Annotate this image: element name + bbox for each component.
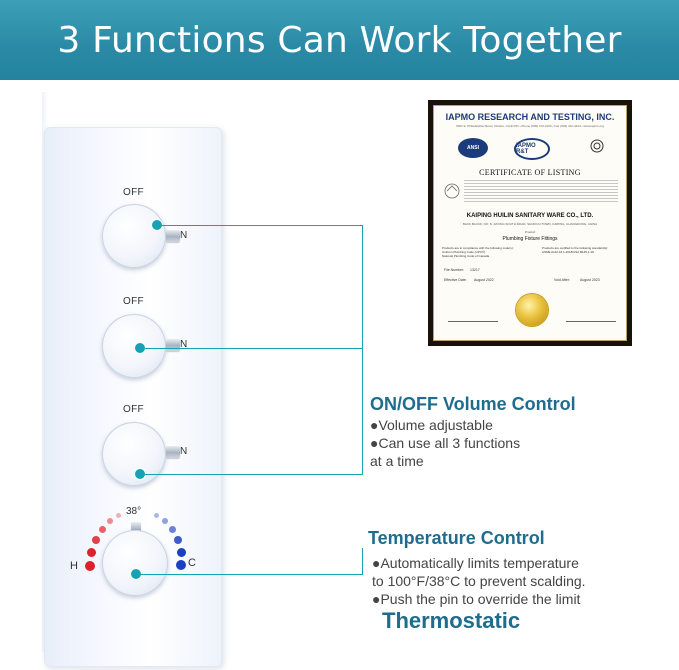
thermostat-override-pin[interactable] bbox=[131, 522, 141, 536]
thermostat-knob[interactable] bbox=[102, 530, 168, 596]
cert-title: CERTIFICATE OF LISTING bbox=[479, 168, 581, 177]
valve-1-on-label: N bbox=[180, 230, 188, 241]
cert-file-number: 13217 bbox=[470, 268, 480, 272]
valve-2-knob[interactable] bbox=[102, 314, 166, 378]
cold-dot-4 bbox=[174, 536, 182, 544]
cert-org-name: IAPMO RESEARCH AND TESTING, INC. bbox=[445, 112, 615, 122]
valve-3-off-label: OFF bbox=[123, 404, 144, 415]
cold-dot-1 bbox=[154, 513, 159, 518]
valve-1-knob[interactable] bbox=[102, 204, 166, 268]
upc-mark-icon bbox=[590, 138, 604, 156]
cert-criteria-right: Products are certified to the following … bbox=[542, 246, 626, 254]
cold-label: C bbox=[188, 557, 196, 569]
cert-void-label: Void After: bbox=[554, 278, 570, 282]
cert-product-label: Product bbox=[524, 230, 536, 234]
certificate-frame: IAPMO RESEARCH AND TESTING, INC. 5001 E.… bbox=[428, 100, 632, 346]
ansi-logo: ANSI bbox=[458, 138, 488, 158]
valve-3-pin[interactable] bbox=[166, 446, 180, 458]
valve-2-pin[interactable] bbox=[166, 339, 180, 351]
hot-dot-2 bbox=[87, 548, 96, 557]
hot-dot-6 bbox=[116, 513, 121, 518]
cert-file-label: File Number: bbox=[444, 268, 465, 272]
valve-3-knob[interactable] bbox=[102, 422, 166, 486]
banner-title: 3 Functions Can Work Together bbox=[57, 19, 622, 61]
cert-criteria-left-1: Uniform Plumbing Code (UPC®) bbox=[442, 250, 486, 254]
certificate-of-listing: IAPMO RESEARCH AND TESTING, INC. 5001 E.… bbox=[433, 105, 627, 341]
cert-criteria-right-heading: Products are certified to the following … bbox=[542, 246, 609, 250]
cert-effective-label: Effective Date: bbox=[444, 278, 467, 282]
cert-company: KAIPING HUILIN SANITARY WARE CO., LTD. bbox=[466, 213, 594, 219]
signature-right bbox=[566, 314, 616, 322]
csa-mark-icon bbox=[444, 182, 460, 200]
hot-dot-3 bbox=[92, 536, 100, 544]
volume-control-title: ON/OFF Volume Control bbox=[370, 394, 576, 414]
cert-org-address: 5001 E. Philadelphia Street, Ontario, CA… bbox=[456, 124, 604, 128]
connector-line-valve-2 bbox=[140, 348, 363, 349]
temperature-bullet-2: ●Push the pin to override the limit bbox=[372, 591, 581, 607]
title-banner: 3 Functions Can Work Together bbox=[0, 0, 679, 80]
thermostatic-label: Thermostatic bbox=[382, 608, 521, 633]
valve-2-on-label: N bbox=[180, 339, 188, 350]
cold-dot-2 bbox=[162, 518, 168, 524]
cold-dot-6 bbox=[176, 560, 186, 570]
cert-criteria-left-heading: Products are in compliance with the foll… bbox=[442, 246, 514, 250]
valve-1-pin[interactable] bbox=[166, 230, 180, 242]
signature-left bbox=[448, 314, 498, 322]
cert-criteria-right-1: ASME A112.18.1-2018/CSA B125.1-18 bbox=[542, 250, 594, 254]
cert-product: Plumbing Fixture Fittings bbox=[502, 236, 558, 242]
valve-3-on-label: N bbox=[180, 446, 188, 457]
volume-bullet-2: ●Can use all 3 functions bbox=[370, 435, 521, 451]
gold-seal bbox=[516, 294, 548, 326]
temperature-bullet-1: ●Automatically limits temperature bbox=[372, 555, 579, 571]
cert-void-date: August 2023 bbox=[580, 278, 600, 282]
cert-company-address: BACK BLOCK, NO. 8, JIAYING SOUTH ROAD, S… bbox=[462, 222, 598, 226]
cert-effective-date: August 2022 bbox=[474, 278, 494, 282]
connector-line-valve-3 bbox=[140, 474, 363, 475]
dial-38-mark: 38° bbox=[126, 506, 142, 517]
cert-criteria-left-2: National Plumbing Code of Canada bbox=[442, 254, 490, 258]
hot-dot-1 bbox=[85, 561, 95, 571]
hot-label: H bbox=[70, 560, 78, 572]
cert-body-text bbox=[464, 180, 618, 204]
valve-2-off-label: OFF bbox=[123, 296, 144, 307]
connector-bracket-volume bbox=[362, 225, 363, 474]
connector-line-thermostat bbox=[136, 574, 363, 575]
temperature-control-title: Temperature Control bbox=[368, 528, 545, 548]
iapmo-rt-logo: IAPMO R&T bbox=[514, 138, 550, 160]
temperature-bullet-1b: to 100°F/38°C to prevent scalding. bbox=[372, 573, 586, 589]
volume-bullet-1: ●Volume adjustable bbox=[370, 417, 493, 433]
cold-dot-3 bbox=[169, 526, 176, 533]
connector-bracket-temperature bbox=[362, 548, 363, 574]
valve-1-off-label: OFF bbox=[123, 187, 144, 198]
cert-criteria-left: Products are in compliance with the foll… bbox=[442, 246, 530, 258]
connector-line-valve-1 bbox=[157, 225, 363, 226]
volume-bullet-2b: at a time bbox=[370, 453, 424, 469]
hot-dot-4 bbox=[99, 526, 106, 533]
cold-dot-5 bbox=[177, 548, 186, 557]
hot-dot-5 bbox=[107, 518, 113, 524]
